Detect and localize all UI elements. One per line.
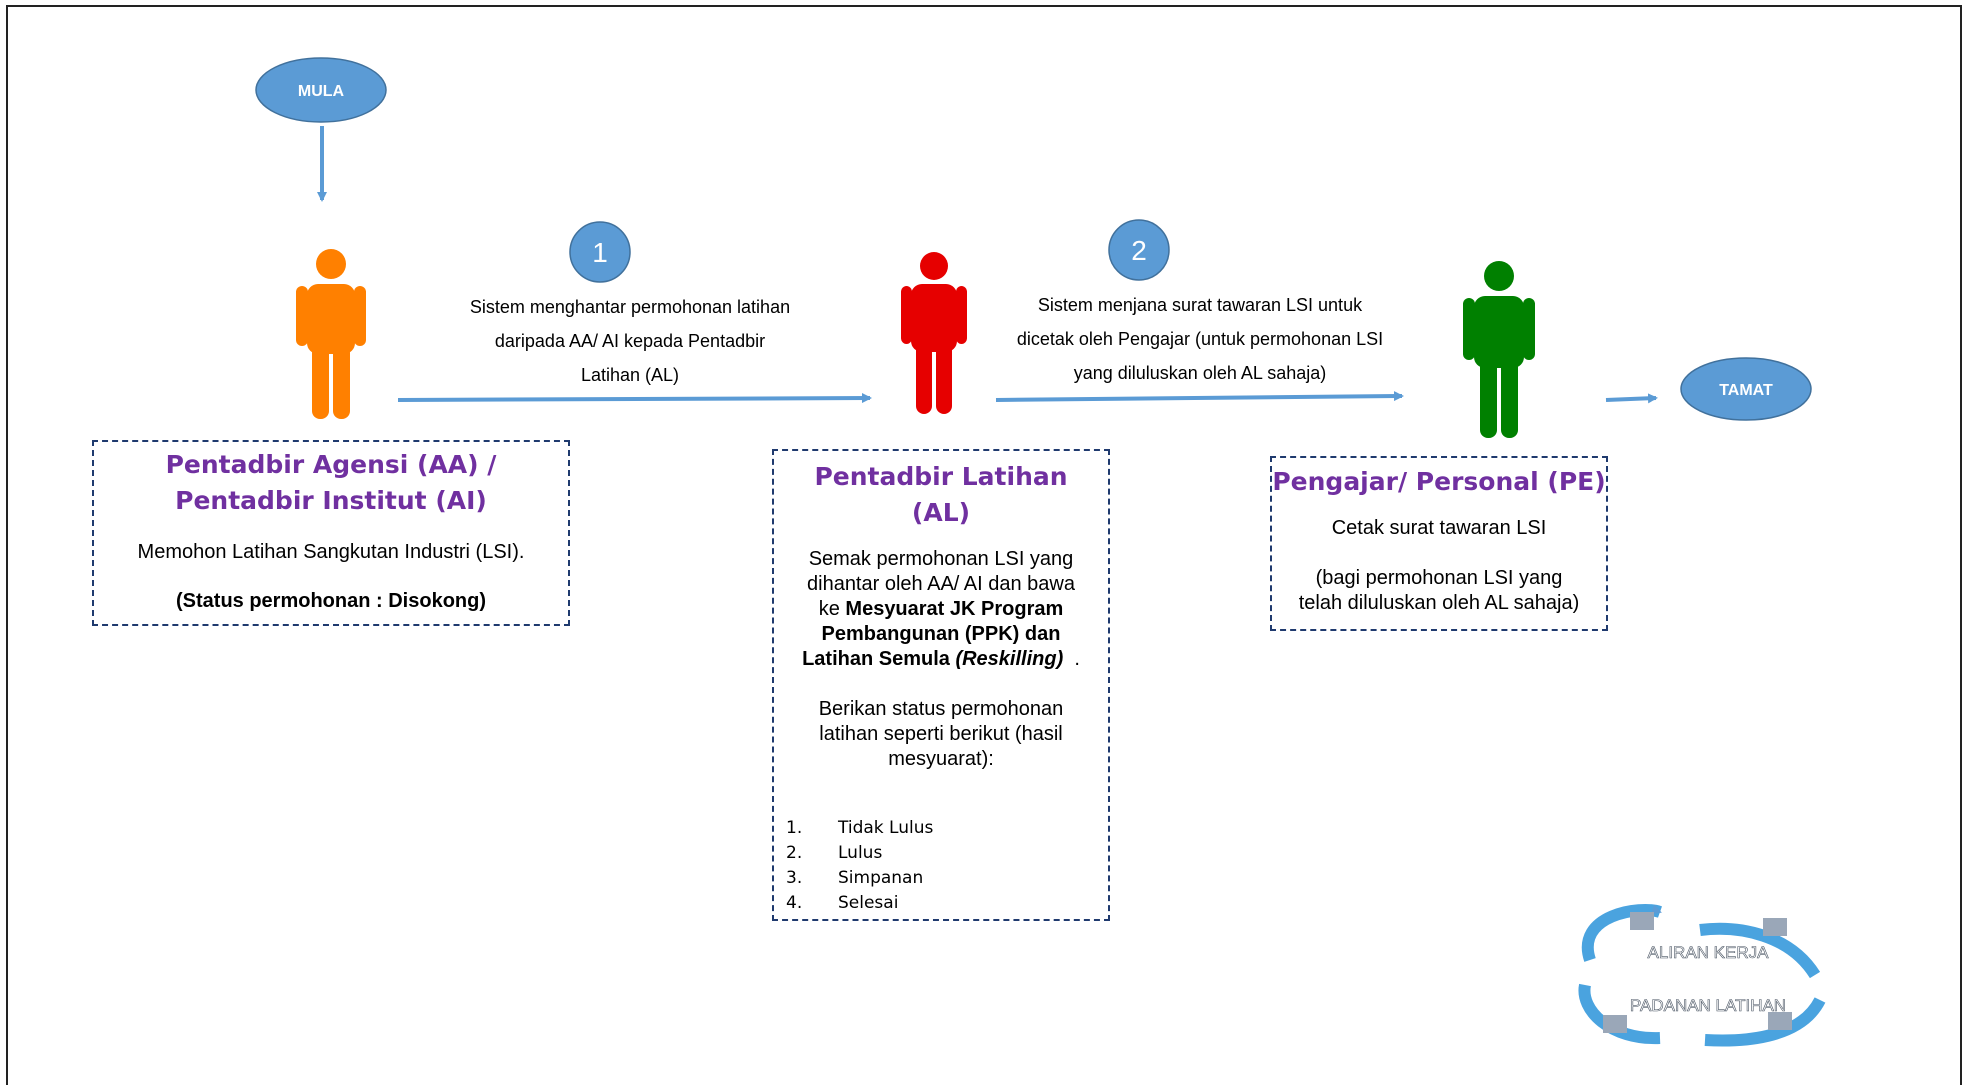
list-number: 3. [786,868,803,888]
task-line: Latihan Semula (Reskilling) . [774,647,1108,672]
task-line: Semak permohonan LSI yang [808,548,1074,570]
workflow-logo: ALIRAN KERJA PADANAN LATIHAN [1578,904,1826,1047]
arrow-aa-to-al [397,393,872,404]
list-label: Selesai [838,893,899,913]
start-label: MULA [298,83,345,100]
list-number: 4. [786,893,803,913]
computer-icon [1630,912,1654,930]
actor-box-al: Pentadbir Latihan (AL) Semak permohonan … [772,449,1110,921]
actor-task: Semak permohonan LSI yang dihantar oleh … [774,547,1108,672]
step-1-note-line: Sistem menghantar permohonan latihan [469,297,791,317]
person-icon-orange [296,249,366,419]
list-item: 1. Tidak Lulus [786,816,1108,841]
task-ke: ke [818,598,840,620]
step-2-badge: 2 [1108,219,1170,281]
task-line: dihantar oleh AA/ AI dan bawa [807,573,1075,595]
start-node: MULA [255,57,387,123]
task-bold: Latihan Semula [802,648,950,670]
actor-instruction: Berikan status permohonan latihan sepert… [774,697,1108,772]
step-2-note-line: yang diluluskan oleh AL sahaja) [1073,363,1327,383]
computer-icon [1603,1015,1627,1033]
computer-icon [1763,918,1787,936]
diagram-frame [6,5,1962,1085]
end-node: TAMAT [1680,357,1812,421]
step-1-note: Sistem menghantar permohonan latihan dar… [420,290,840,392]
list-item: 4. Selesai [786,891,1108,916]
logo-bottom-text: PADANAN LATIHAN [1630,996,1786,1015]
step-2-note: Sistem menjana surat tawaran LSI untuk d… [985,288,1415,390]
note-line: (bagi permohonan LSI yang [1315,567,1563,589]
list-label: Lulus [838,843,883,863]
instruction-line: mesyuarat): [888,748,994,770]
task-line: Pembangunan (PPK) dan [774,622,1108,647]
list-item: 3. Simpanan [786,866,1108,891]
task-bold: Pembangunan (PPK) dan [821,623,1061,645]
task-bold: Mesyuarat JK Program [845,598,1064,620]
task-italic: (Reskilling) [955,648,1064,670]
instruction-line: Berikan status permohonan [818,698,1064,720]
step-1-note-line: daripada AA/ AI kepada Pentadbir [494,331,766,351]
actor-status: (Status permohonan : Disokong) [176,590,486,612]
task-period: . [1074,648,1080,670]
end-label: TAMAT [1719,382,1773,399]
actor-title: Pentadbir Latihan [814,462,1068,491]
actor-title: (AL) [911,498,971,527]
person-icon-red [901,252,967,414]
step-1-badge: 1 [569,221,631,283]
task-line: ke Mesyuarat JK Program [774,597,1108,622]
logo-top-text: ALIRAN KERJA [1648,943,1770,962]
list-number: 2. [786,843,803,863]
list-label: Simpanan [838,868,924,888]
instruction-line: latihan seperti berikut (hasil [819,723,1063,745]
actor-box-aa-ai: Pentadbir Agensi (AA) / Pentadbir Instit… [92,440,570,626]
step-2-note-line: Sistem menjana surat tawaran LSI untuk [1037,295,1363,315]
step-1-number: 1 [592,237,608,268]
actor-note: (bagi permohonan LSI yang telah dilulusk… [1272,566,1606,616]
arrow-al-to-pe [995,391,1404,402]
actor-title: Pentadbir Institut (AI) [175,486,487,515]
note-line: telah diluluskan oleh AL sahaja) [1298,592,1580,614]
step-2-number: 2 [1131,235,1147,266]
step-1-note-line: Latihan (AL) [580,365,680,385]
actor-task: Cetak surat tawaran LSI [1331,517,1547,539]
list-number: 1. [786,818,803,838]
step-2-note-line: dicetak oleh Pengajar (untuk permohonan … [1016,329,1384,349]
actor-title: Pentadbir Agensi (AA) / [165,450,497,479]
actor-task: Memohon Latihan Sangkutan Industri (LSI)… [137,541,525,563]
actor-box-pe: Pengajar/ Personal (PE) Cetak surat tawa… [1270,456,1608,631]
computer-icon [1768,1012,1792,1030]
list-label: Tidak Lulus [838,818,934,838]
person-icon-green [1463,261,1535,438]
list-item: 2. Lulus [786,841,1108,866]
status-options-list: 1. Tidak Lulus 2. Lulus 3. Simpanan 4. Seles… [774,816,1108,916]
arrow-pe-to-end [1605,393,1658,404]
actor-title: Pengajar/ Personal (PE) [1272,467,1606,496]
